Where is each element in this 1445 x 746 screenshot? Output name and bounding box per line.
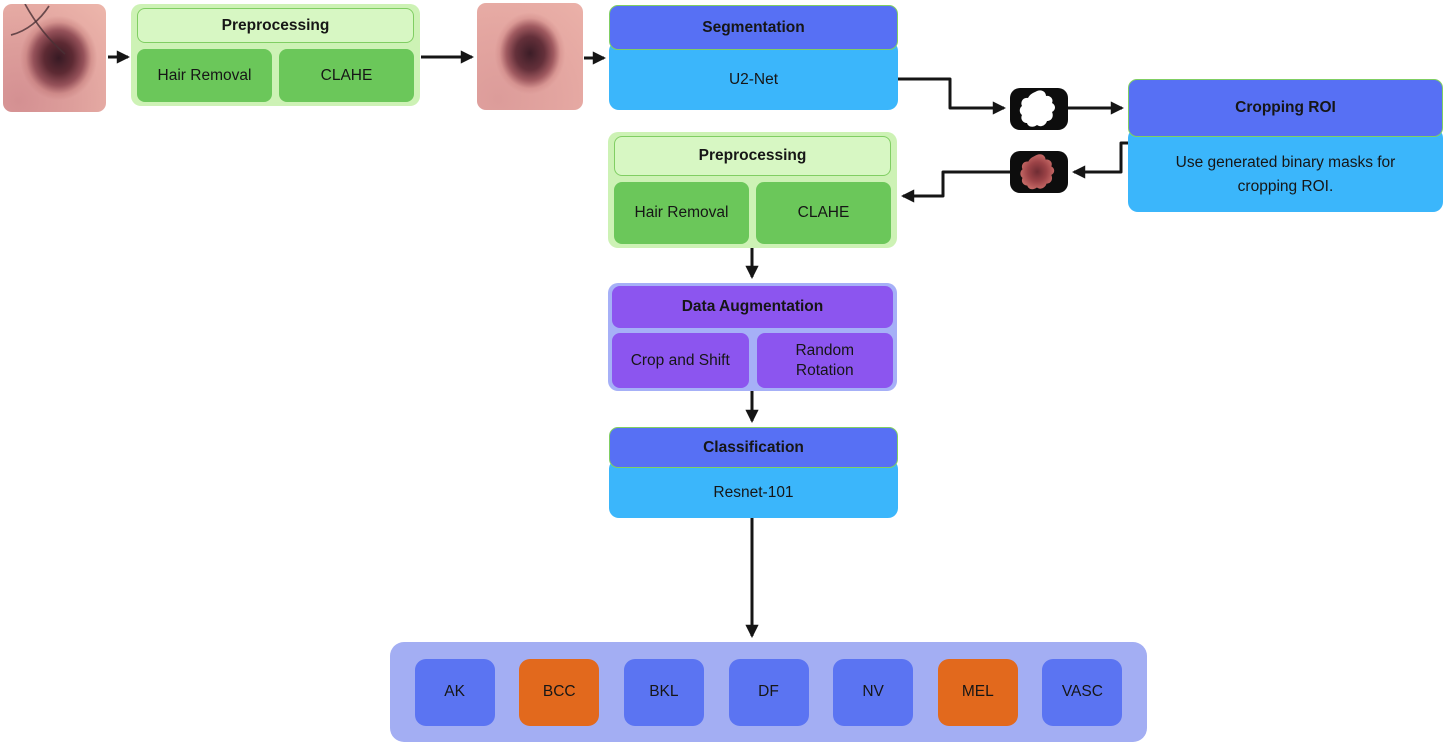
preprocessing-roi-steps: Hair Removal CLAHE	[614, 182, 891, 244]
class-box-df: DF	[728, 658, 809, 726]
segmentation-block: Segmentation U2-Net	[609, 5, 898, 110]
data-augmentation-group: Data Augmentation Crop and Shift Random …	[608, 283, 897, 391]
crop-and-shift-box: Crop and Shift	[612, 333, 749, 388]
class-box-bcc: BCC	[519, 658, 600, 726]
binary-mask-image	[1010, 88, 1068, 130]
arrow-cropped-image-to-preprocessing	[901, 170, 1010, 203]
class-box-vasc: VASC	[1042, 658, 1123, 726]
arrow-cropping-roi-to-cropped-image	[1072, 141, 1128, 179]
preprocessing-top-steps: Hair Removal CLAHE	[137, 49, 414, 102]
preprocessing-top-header: Preprocessing	[137, 8, 414, 43]
clahe-box-top: CLAHE	[279, 49, 414, 102]
input-lesion-image	[3, 4, 106, 112]
cropping-roi-block: Cropping ROI Use generated binary masks …	[1128, 79, 1443, 212]
cropping-roi-header: Cropping ROI	[1128, 79, 1443, 137]
cropping-roi-body: Use generated binary masks for cropping …	[1128, 128, 1443, 212]
class-box-bkl: BKL	[623, 658, 704, 726]
class-box-mel: MEL	[937, 658, 1018, 726]
cropped-lesion-blob	[1020, 154, 1055, 190]
segmentation-body: U2-Net	[609, 41, 898, 110]
preprocessing-group-roi: Preprocessing Hair Removal CLAHE	[608, 132, 897, 248]
binary-mask-blob	[1019, 90, 1055, 127]
random-rotation-box: Random Rotation	[756, 333, 893, 388]
classification-body: Resnet-101	[609, 459, 898, 518]
hair-strokes	[10, 4, 66, 55]
segmentation-header: Segmentation	[609, 5, 898, 50]
cropped-roi-image	[1010, 151, 1068, 193]
arrow-segmentation-to-mask	[898, 77, 1006, 115]
data-augmentation-header: Data Augmentation	[612, 286, 893, 328]
hair-removal-box-roi: Hair Removal	[614, 182, 749, 244]
data-augmentation-steps: Crop and Shift Random Rotation	[612, 333, 893, 388]
clahe-box-roi: CLAHE	[756, 182, 891, 244]
preprocessing-group-top: Preprocessing Hair Removal CLAHE	[131, 4, 420, 106]
preprocessed-lesion-image	[477, 3, 583, 110]
hair-removal-box-top: Hair Removal	[137, 49, 272, 102]
classification-header: Classification	[609, 427, 898, 468]
preprocessing-roi-header: Preprocessing	[614, 136, 891, 176]
output-classes-container: AK BCC BKL DF NV MEL VASC	[390, 642, 1147, 742]
class-box-nv: NV	[833, 658, 914, 726]
classification-block: Classification Resnet-101	[609, 427, 898, 518]
class-box-ak: AK	[414, 658, 495, 726]
